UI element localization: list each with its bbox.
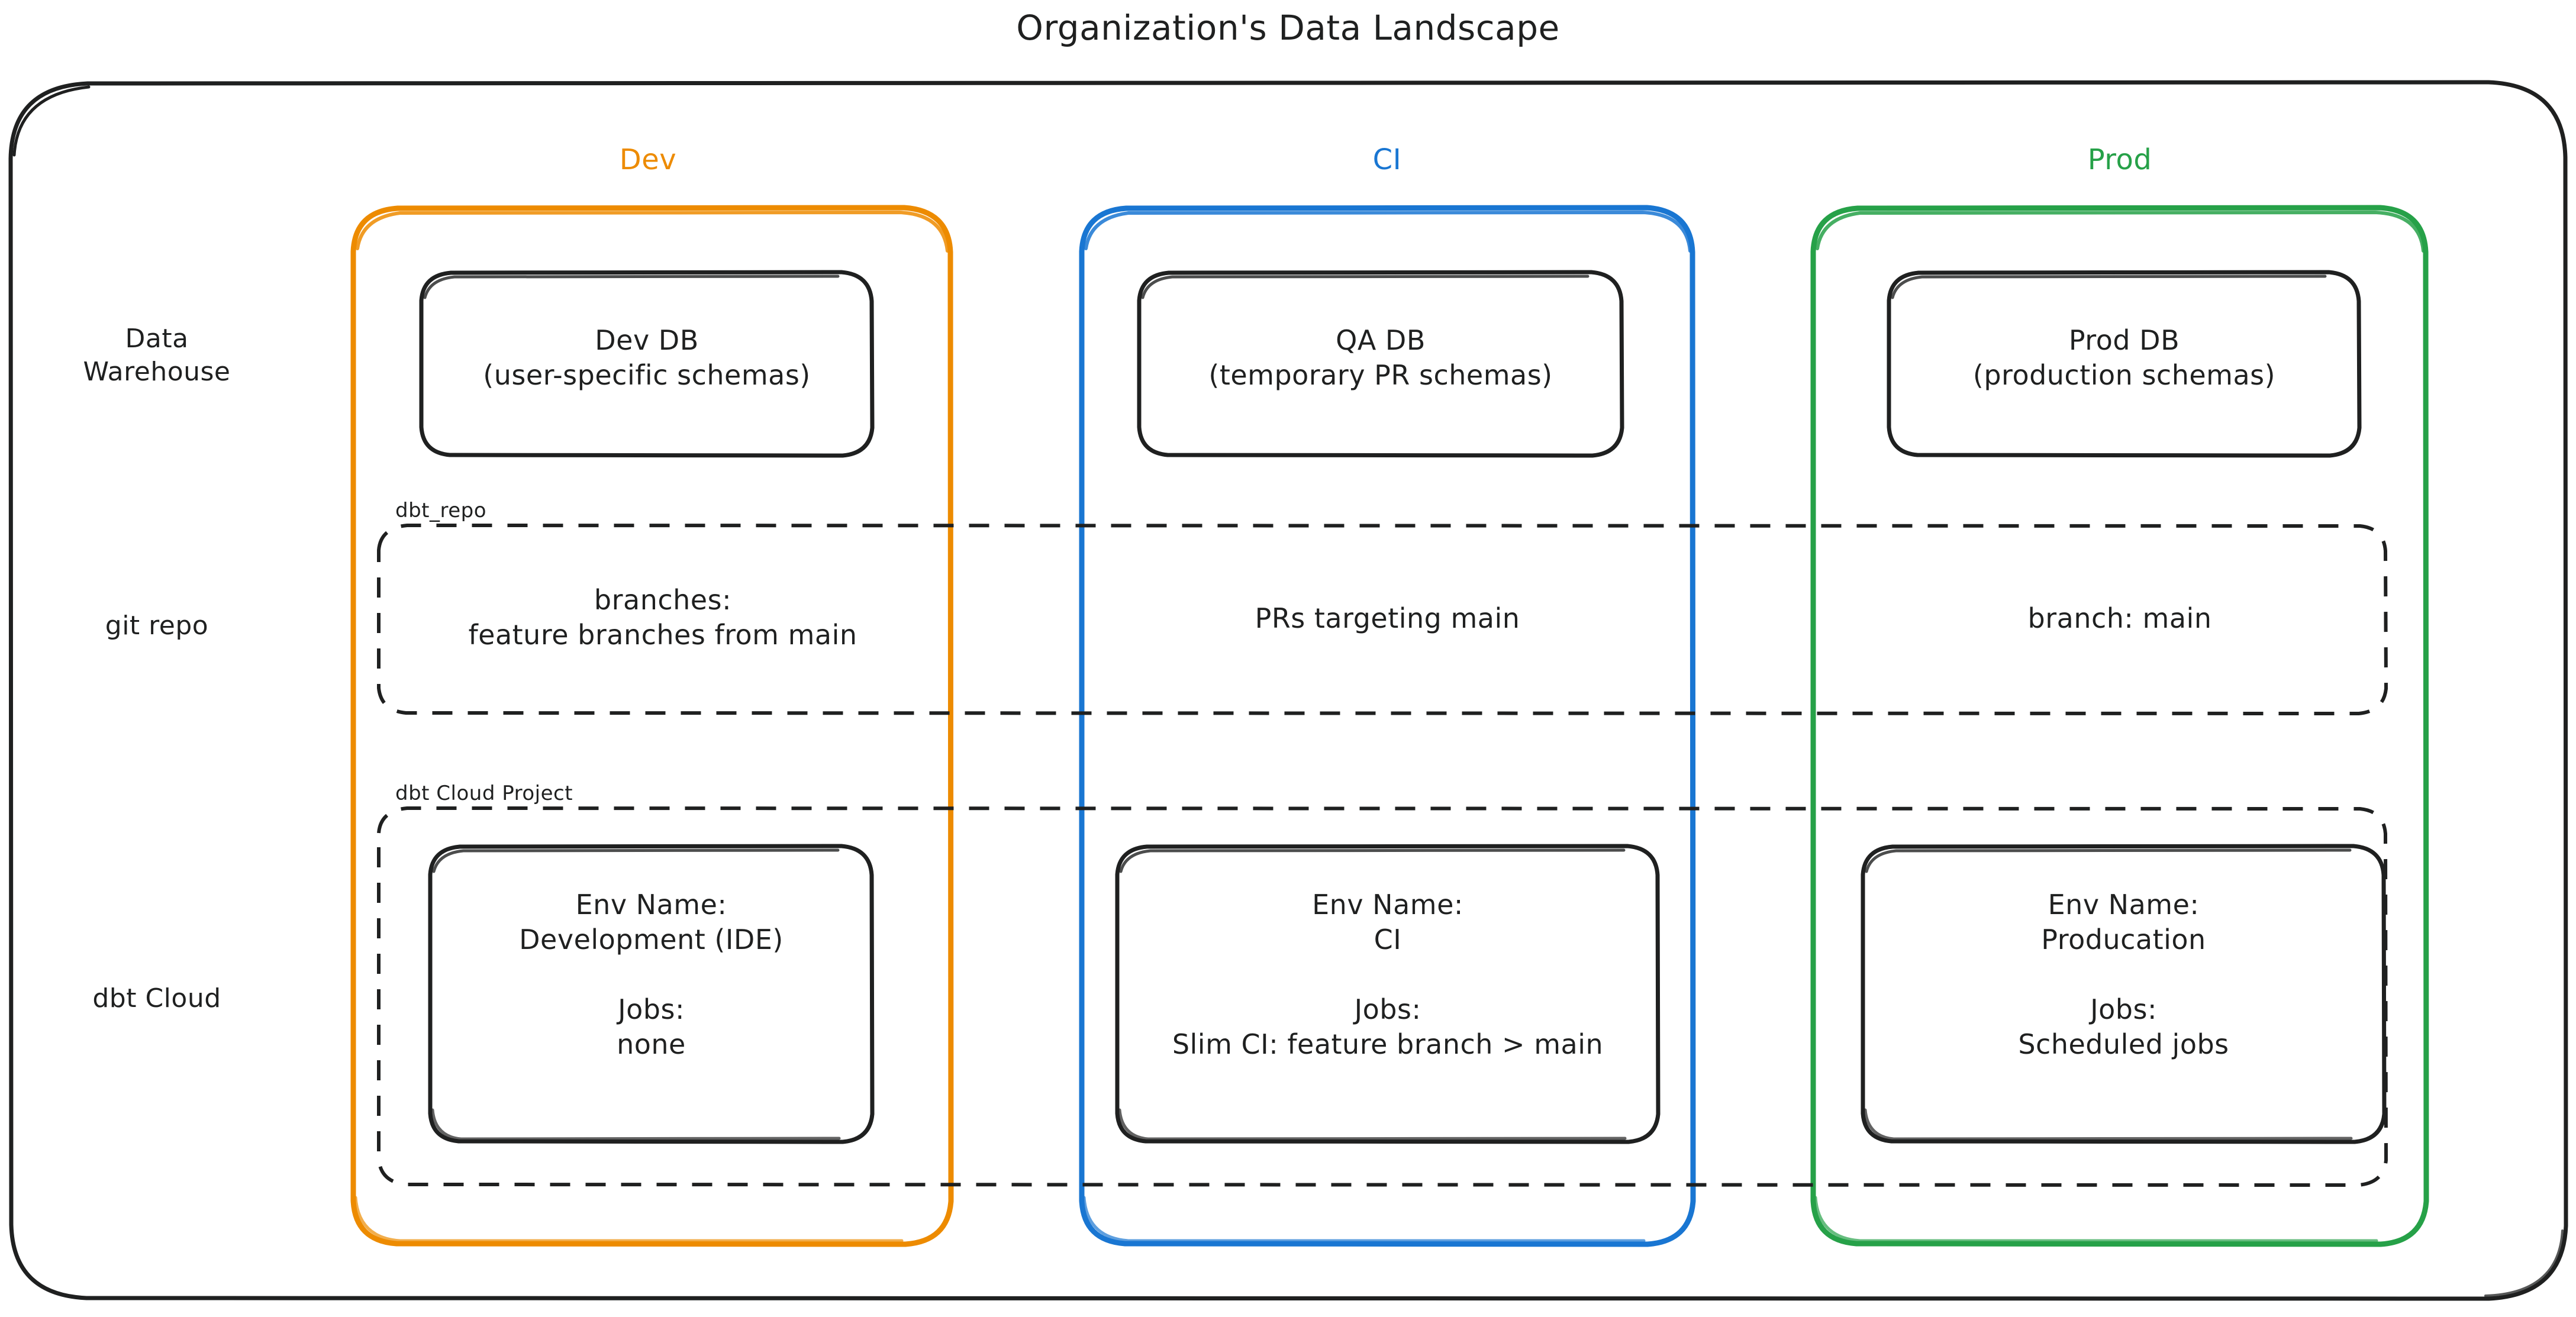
row-label-dbt-cloud: dbt Cloud <box>92 983 221 1013</box>
row-label-git-repo: git repo <box>105 611 209 641</box>
row-label-data-warehouse: Data Warehouse <box>83 324 231 388</box>
node-text-ci-prs: PRs targeting main <box>1255 602 1520 634</box>
column-header-dev: Dev <box>619 143 677 176</box>
node-text-prod-branch: branch: main <box>2027 602 2212 634</box>
node-text-qa-db: QA DB (temporary PR schemas) <box>1208 324 1553 391</box>
cluster-label-dbt-cloud-project: dbt Cloud Project <box>395 782 573 805</box>
node-text-dev-env: Env Name: Development (IDE) Jobs: none <box>519 889 784 1060</box>
page-title: Organization's Data Landscape <box>1016 8 1560 48</box>
cluster-label-dbt-repo: dbt_repo <box>395 499 487 522</box>
node-text-prod-env: Env Name: Producation Jobs: Scheduled jo… <box>2018 889 2229 1060</box>
node-text-ci-env: Env Name: CI Jobs: Slim CI: feature bran… <box>1172 889 1604 1060</box>
column-header-ci: CI <box>1372 143 1402 176</box>
node-text-dev-branches: branches: feature branches from main <box>468 584 857 651</box>
node-text-dev-db: Dev DB (user-specific schemas) <box>483 324 811 391</box>
column-header-prod: Prod <box>2087 143 2152 176</box>
outer-frame <box>8 80 2568 1301</box>
node-text-prod-db: Prod DB (production schemas) <box>1972 324 2276 391</box>
